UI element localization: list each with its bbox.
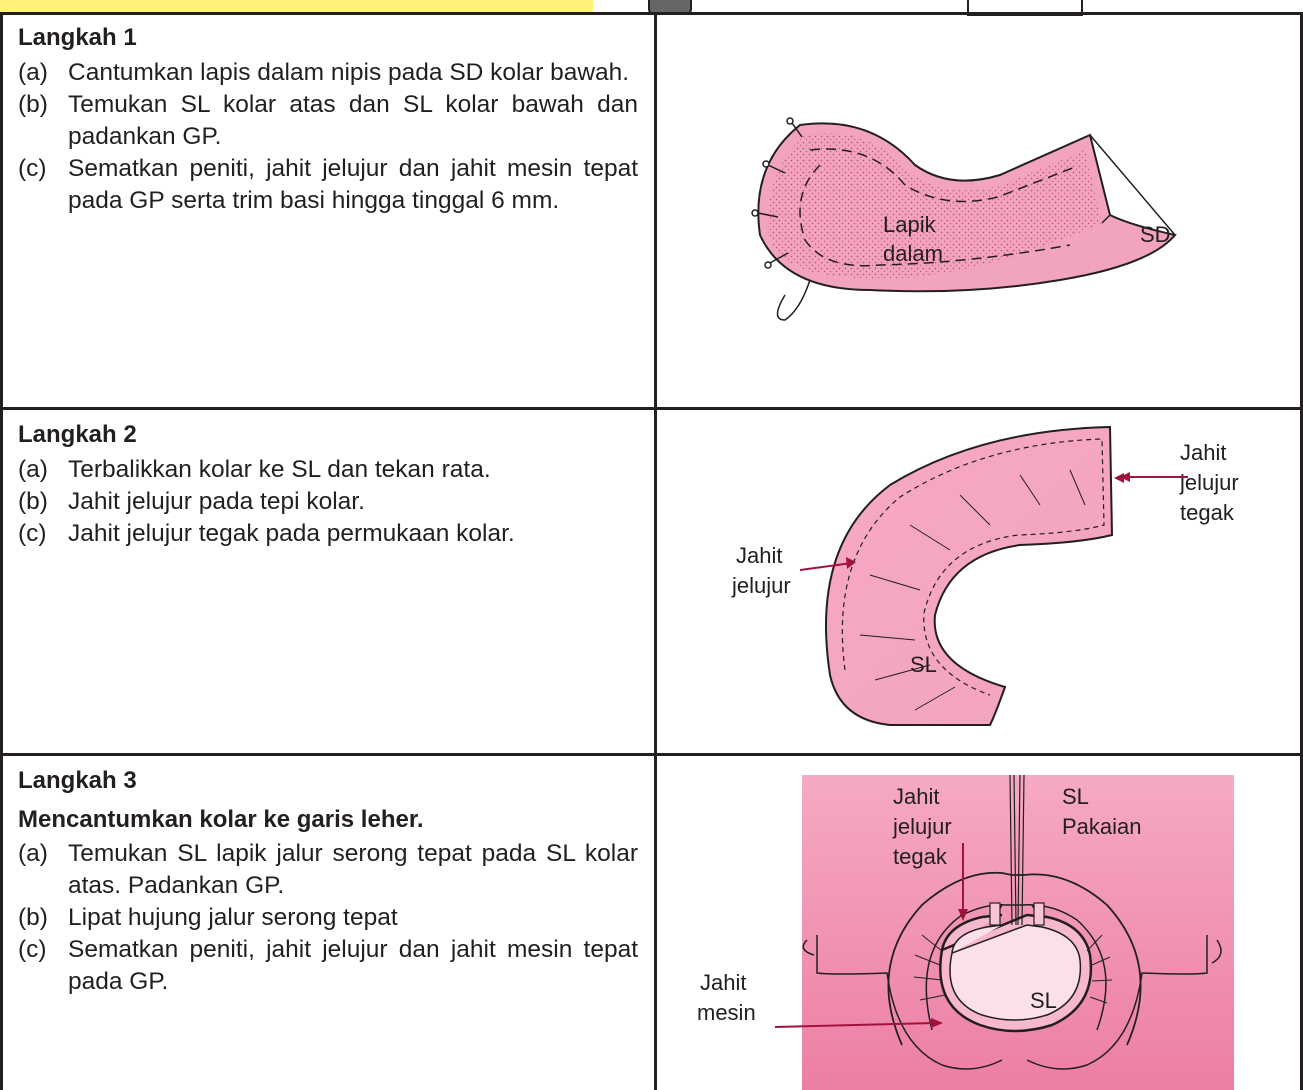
step-instructions: (a) Temukan SL lapik jalur serong tepat p… (18, 838, 638, 998)
label-vertical-basting: tegak (893, 844, 947, 870)
row-divider-1 (0, 407, 1303, 410)
instruction-item: (a) Cantumkan lapis dalam nipis pada SD k… (18, 57, 638, 89)
item-marker: (b) (18, 486, 48, 518)
instruction-item: (b) Temukan SL kolar atas dan SL kolar ba… (18, 89, 638, 153)
step-3-text: Langkah 3 Mencantumkan kolar ke garis le… (18, 766, 638, 998)
step-subtitle: Mencantumkan kolar ke garis leher. (18, 804, 638, 836)
label-vertical-basting: jelujur (893, 814, 952, 840)
step-instructions: (a) Cantumkan lapis dalam nipis pada SD k… (18, 57, 638, 217)
item-marker: (a) (18, 838, 48, 870)
label-basting: Jahit (736, 543, 782, 569)
item-text: Sematkan peniti, jahit jelujur dan jahit… (68, 936, 638, 995)
item-text: Lipat hujung jalur serong tepat (68, 904, 398, 931)
step3-arrow-top (955, 843, 975, 923)
item-text: Terbalikkan kolar ke SL dan tekan rata. (68, 456, 491, 483)
item-text: Temukan SL kolar atas dan SL kolar bawah… (68, 91, 638, 150)
label-sl: SL (910, 652, 937, 678)
item-text: Sematkan peniti, jahit jelujur dan jahit… (68, 155, 638, 214)
step-title: Langkah 2 (18, 420, 638, 450)
instruction-item: (c) Sematkan peniti, jahit jelujur dan ja… (18, 934, 638, 998)
item-text: Cantumkan lapis dalam nipis pada SD kola… (68, 59, 629, 86)
instruction-item: (b) Jahit jelujur pada tepi kolar. (18, 486, 638, 518)
item-marker: (c) (18, 518, 47, 550)
label-garment-sl: SL (1062, 784, 1089, 810)
instruction-item: (a) Terbalikkan kolar ke SL dan tekan rat… (18, 454, 638, 486)
collar-interfacing-illustration (730, 105, 1190, 335)
step3-arrow-machine (775, 1015, 950, 1035)
label-lining: dalam (883, 241, 943, 267)
label-lining: Lapik (883, 212, 936, 238)
item-text: Jahit jelujur pada tepi kolar. (68, 488, 365, 515)
label-garment-sl: Pakaian (1062, 814, 1142, 840)
item-marker: (c) (18, 934, 47, 966)
item-marker: (c) (18, 153, 47, 185)
neckline-collar-illustration (802, 775, 1234, 1090)
instruction-item: (a) Temukan SL lapik jalur serong tepat p… (18, 838, 638, 902)
item-marker: (b) (18, 902, 48, 934)
label-machine-stitch: Jahit (700, 970, 746, 996)
step-title: Langkah 1 (18, 23, 638, 53)
item-text: Temukan SL lapik jalur serong tepat pada… (68, 840, 638, 899)
label-sl: SL (1030, 988, 1057, 1014)
column-divider (654, 12, 657, 1090)
table-left-border (0, 12, 3, 1090)
instruction-item: (c) Sematkan peniti, jahit jelujur dan ja… (18, 153, 638, 217)
step2-arrow-right (1118, 470, 1188, 490)
label-machine-stitch: mesin (697, 1000, 756, 1026)
item-marker: (a) (18, 454, 48, 486)
step-instructions: (a) Terbalikkan kolar ke SL dan tekan rat… (18, 454, 638, 550)
label-vertical-basting: jelujur (1180, 470, 1239, 496)
label-sd: SD (1140, 222, 1171, 248)
instruction-item: (c) Jahit jelujur tegak pada permukaan ko… (18, 518, 638, 550)
label-vertical-basting: Jahit (893, 784, 939, 810)
label-vertical-basting: tegak (1180, 500, 1234, 526)
step-1-text: Langkah 1 (a) Cantumkan lapis dalam nipis… (18, 23, 638, 217)
item-marker: (b) (18, 89, 48, 121)
table-top-border (0, 12, 1303, 15)
label-vertical-basting: Jahit (1180, 440, 1226, 466)
step-title: Langkah 3 (18, 766, 638, 796)
step-2-text: Langkah 2 (a) Terbalikkan kolar ke SL dan… (18, 420, 638, 550)
step2-arrows (800, 465, 1130, 585)
instruction-item: (b) Lipat hujung jalur serong tepat (18, 902, 638, 934)
label-basting: jelujur (732, 573, 791, 599)
item-text: Jahit jelujur tegak pada permukaan kolar… (68, 520, 515, 547)
item-marker: (a) (18, 57, 48, 89)
